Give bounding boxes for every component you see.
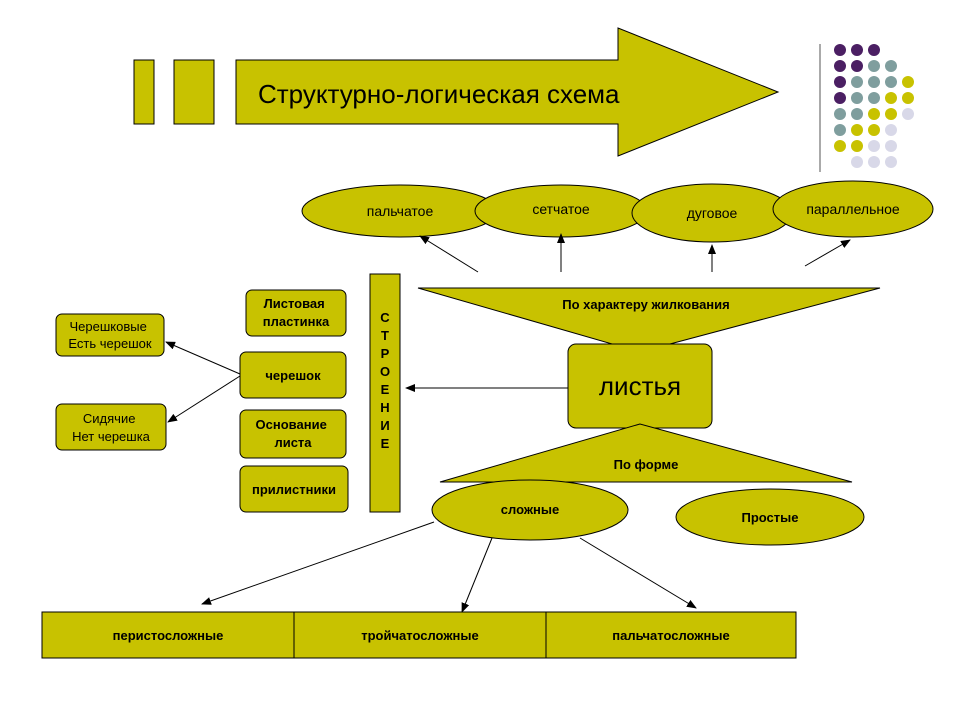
decor-dot	[834, 124, 846, 136]
petiolate-line-2: Есть черешок	[68, 336, 151, 351]
arrow-to-pinnate	[201, 521, 435, 605]
sessile-box	[55, 403, 167, 451]
header-bar-1	[133, 59, 155, 125]
diagram-title: Структурно-логическая схема	[258, 79, 620, 109]
header-bar-2	[173, 59, 215, 125]
part-petiole-label: черешок	[265, 368, 321, 383]
compound-ternate-label: тройчатосложные	[361, 628, 478, 643]
decor-dot	[834, 108, 846, 120]
decor-dot	[868, 44, 880, 56]
decor-dot	[851, 124, 863, 136]
arrow-to-sessile	[167, 375, 241, 423]
part-leaf-blade-line-1: Листовая	[264, 296, 325, 311]
part-leaf-blade-line-2: пластинка	[263, 314, 330, 329]
compound-pinnate-label: перистосложные	[113, 628, 224, 643]
decor-dot	[851, 44, 863, 56]
petiolate-label: Черешковые Есть черешок	[68, 319, 151, 351]
structure-letter: Е	[381, 436, 390, 451]
decor-dot	[868, 140, 880, 152]
decor-dot	[851, 108, 863, 120]
petiolate-box	[55, 313, 165, 357]
decor-dot	[851, 140, 863, 152]
sessile-line-2: Нет черешка	[72, 429, 151, 444]
venation-triangle	[417, 287, 881, 353]
decor-dot	[868, 124, 880, 136]
venation-label: По характеру жилкования	[562, 297, 729, 312]
compound-palmate-label: пальчатосложные	[612, 628, 729, 643]
form-triangle	[439, 423, 853, 483]
venation-parallel	[772, 180, 934, 238]
part-stipules-label: прилистники	[252, 482, 336, 497]
form-compound-label: сложные	[501, 502, 560, 517]
decor-dot	[868, 92, 880, 104]
arrow-to-palmate-compound	[579, 537, 697, 609]
part-leaf-base-label: Основание листа	[256, 417, 331, 450]
decor-dot	[868, 108, 880, 120]
decor-dot	[885, 124, 897, 136]
structure-letter: Р	[381, 346, 390, 361]
arrow-to-ternate	[461, 537, 493, 613]
structure-letter: Н	[380, 400, 389, 415]
sessile-label: Сидячие Нет черешка	[72, 411, 151, 444]
form-simple-label: Простые	[742, 510, 799, 525]
decor-dot	[902, 108, 914, 120]
compound-ternate-cell	[293, 611, 547, 659]
part-stipules	[239, 465, 349, 513]
decor-dot	[885, 140, 897, 152]
decor-dot	[834, 140, 846, 152]
decor-dot	[885, 92, 897, 104]
form-compound	[431, 479, 629, 541]
decor-dot	[885, 108, 897, 120]
title-arrow	[235, 27, 780, 157]
part-leaf-base-line-2: листа	[274, 435, 312, 450]
structure-letter: Т	[381, 328, 389, 343]
structure-letter: И	[380, 418, 389, 433]
decor-dot	[885, 76, 897, 88]
decor-dot	[868, 76, 880, 88]
structure-letter: С	[380, 310, 390, 325]
compound-palmate-cell	[545, 611, 797, 659]
venation-parallel-label: параллельное	[806, 201, 900, 217]
petiolate-line-1: Черешковые	[70, 319, 147, 334]
decor-dot	[868, 60, 880, 72]
decor-dot	[834, 60, 846, 72]
decor-dot	[851, 76, 863, 88]
decor-dot	[834, 76, 846, 88]
structure-letter: О	[380, 364, 390, 379]
arrow-to-parallel	[804, 239, 851, 267]
part-leaf-base-line-1: Основание	[256, 417, 327, 432]
decor-dot	[885, 60, 897, 72]
venation-palmate-label: пальчатое	[367, 203, 434, 219]
compound-pinnate-cell	[41, 611, 295, 659]
venation-reticulate-label: сетчатое	[532, 201, 590, 217]
decor-dot	[851, 92, 863, 104]
decor-dot	[902, 92, 914, 104]
arrow-to-petiolate	[165, 341, 241, 375]
decor-dot	[868, 156, 880, 168]
form-label: По форме	[614, 457, 679, 472]
part-leaf-blade	[245, 289, 347, 337]
center-node-label: листья	[599, 371, 681, 401]
decor-dot	[834, 44, 846, 56]
dot-grid-decoration	[834, 44, 914, 168]
decor-dot	[851, 156, 863, 168]
part-leaf-blade-label: Листовая пластинка	[263, 296, 330, 329]
structure-letter: Е	[381, 382, 390, 397]
decor-dot	[851, 60, 863, 72]
decor-dot	[834, 92, 846, 104]
part-leaf-base	[239, 409, 347, 459]
decor-dot	[885, 156, 897, 168]
sessile-line-1: Сидячие	[83, 411, 136, 426]
decor-dot	[902, 76, 914, 88]
form-simple	[675, 488, 865, 546]
part-petiole	[239, 351, 347, 399]
structure-bar	[369, 273, 401, 513]
venation-arcuate-label: дуговое	[687, 205, 738, 221]
arrow-to-palmate	[419, 235, 479, 273]
